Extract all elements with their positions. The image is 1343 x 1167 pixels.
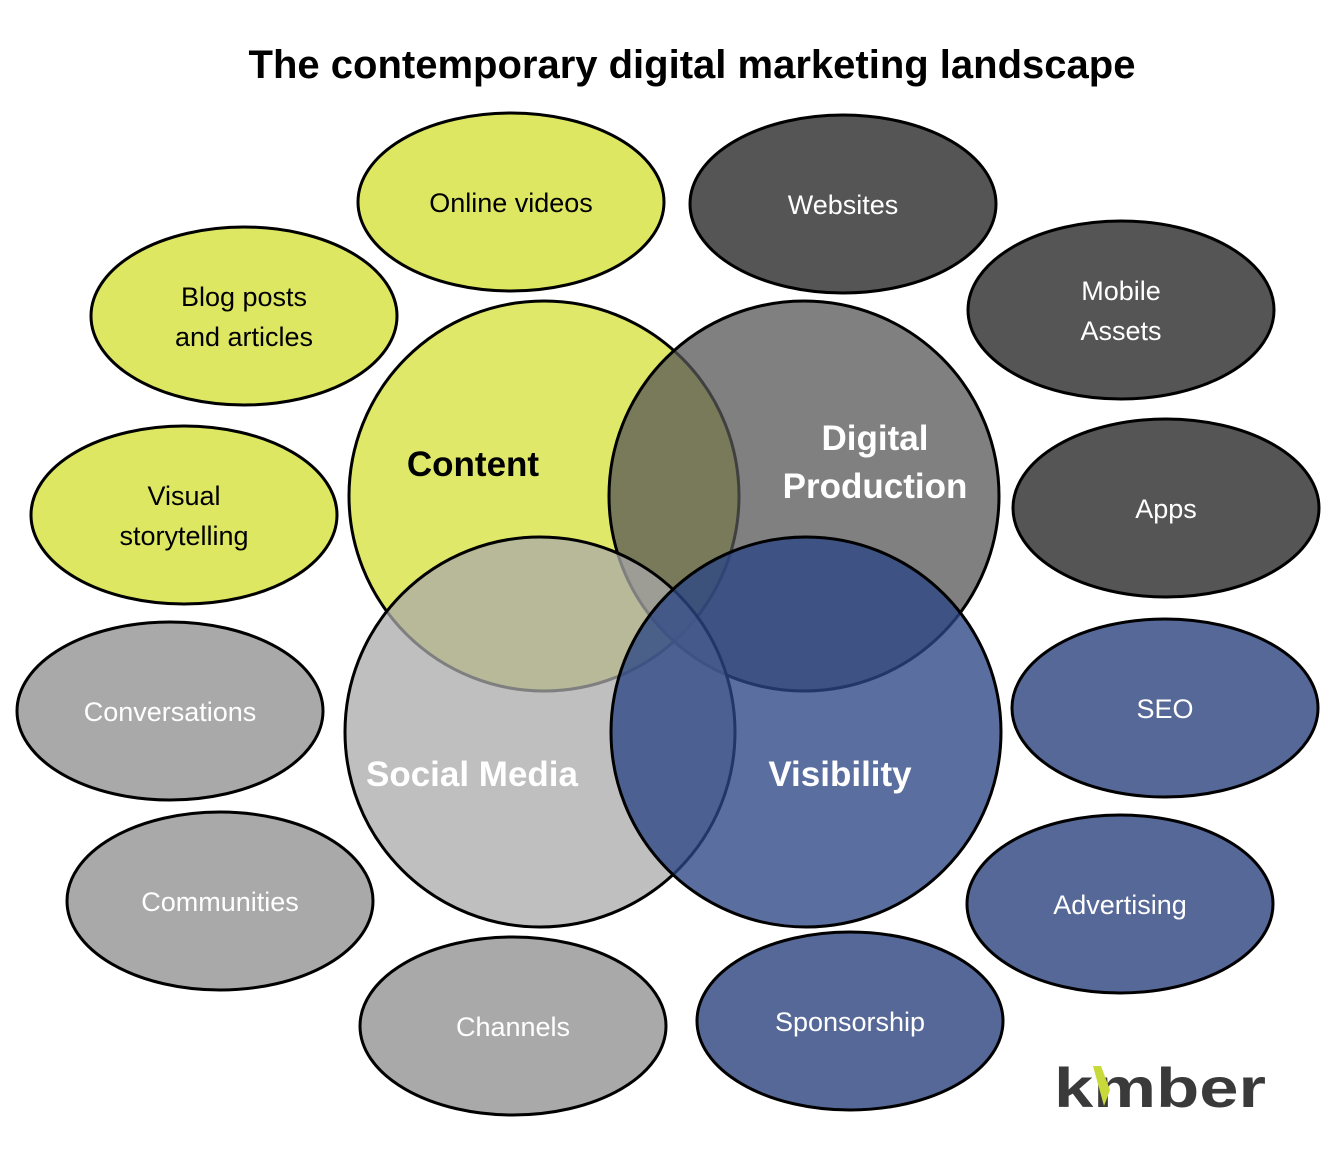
hub-label-visibility: Visibility [768, 755, 912, 794]
item-channels-label: Channels [456, 1012, 570, 1042]
item-blog-posts-line1: Blog posts [181, 282, 307, 312]
item-visual-storytelling-line2: storytelling [119, 521, 248, 551]
item-blog-posts-line2: and articles [175, 322, 313, 352]
item-websites-label: Websites [788, 190, 899, 220]
item-apps: Apps [1011, 417, 1321, 599]
item-conversations: Conversations [15, 620, 325, 802]
hub-label-social: Social Media [366, 755, 579, 794]
page-title: The contemporary digital marketing lands… [249, 43, 1136, 87]
item-visual-storytelling: Visual storytelling [29, 424, 339, 606]
item-sponsorship-label: Sponsorship [775, 1007, 925, 1037]
item-mobile-assets-line1: Mobile [1081, 276, 1161, 306]
item-online-videos: Online videos [356, 111, 666, 293]
item-seo-label: SEO [1136, 694, 1193, 724]
hub-label-content: Content [407, 445, 540, 484]
item-sponsorship: Sponsorship [695, 930, 1005, 1112]
item-apps-label: Apps [1135, 494, 1197, 524]
item-blog-posts: Blog posts and articles [89, 225, 399, 407]
item-seo: SEO [1010, 617, 1320, 799]
brand-logo-accent-icon [1093, 1066, 1110, 1106]
item-communities: Communities [65, 810, 375, 992]
item-conversations-label: Conversations [84, 697, 257, 727]
brand-logo-text: kmber [1054, 1056, 1266, 1119]
item-mobile-assets-line2: Assets [1080, 316, 1161, 346]
item-mobile-assets: Mobile Assets [966, 219, 1276, 401]
item-advertising: Advertising [965, 813, 1275, 995]
item-websites: Websites [688, 113, 998, 295]
hub-circle-visibility [609, 535, 1003, 929]
item-online-videos-label: Online videos [429, 188, 593, 218]
hub-label-production-line2: Production [783, 467, 968, 506]
item-advertising-label: Advertising [1053, 890, 1187, 920]
brand-logo: kmber [1054, 1056, 1266, 1119]
hub-label-production-line1: Digital [822, 419, 929, 458]
item-visual-storytelling-line1: Visual [147, 481, 220, 511]
item-channels: Channels [358, 935, 668, 1117]
item-communities-label: Communities [141, 887, 299, 917]
